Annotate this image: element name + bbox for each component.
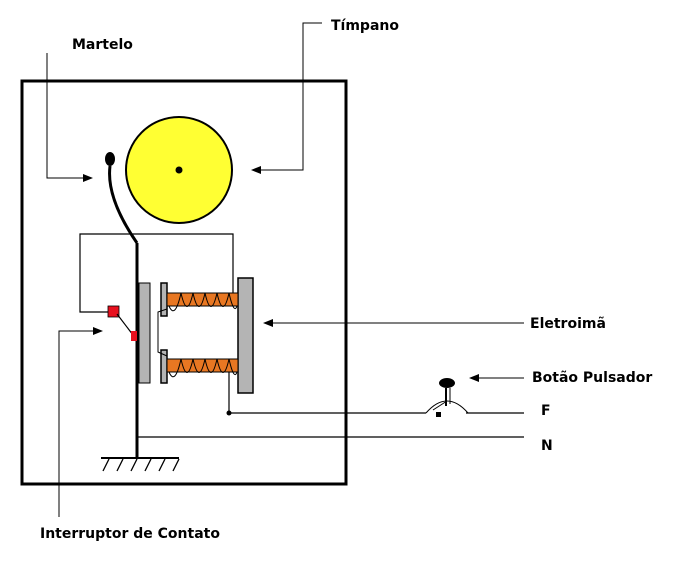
label-botao-pulsador: Botão Pulsador xyxy=(532,370,652,386)
pointer-interruptor xyxy=(58,327,103,517)
coil-link-wire xyxy=(157,308,168,357)
coil-top-winding xyxy=(168,292,238,312)
contact-tip xyxy=(131,331,137,341)
contact-block xyxy=(107,305,120,318)
coil-bottom-winding xyxy=(168,358,238,378)
label-fase: F xyxy=(541,403,551,419)
pointer-martelo xyxy=(46,53,93,182)
label-interruptor: Interruptor de Contato xyxy=(40,526,220,542)
pointer-botao xyxy=(469,374,524,382)
label-eletroima: Eletroimã xyxy=(530,316,606,332)
push-button xyxy=(425,378,469,417)
hammer-head xyxy=(105,152,115,166)
enclosure-box xyxy=(20,79,348,486)
armature-plate xyxy=(138,282,151,384)
pointer-timpano xyxy=(251,22,322,174)
contact-spring xyxy=(116,313,134,336)
label-timpano: Tímpano xyxy=(331,18,399,34)
magnet-yoke xyxy=(237,277,254,394)
ground-hatch xyxy=(102,458,180,472)
label-neutro: N xyxy=(541,438,553,454)
bell-center-dot xyxy=(175,166,183,174)
loop-wire xyxy=(79,233,234,313)
label-martelo: Martelo xyxy=(72,37,133,53)
pointer-eletroima xyxy=(263,319,524,327)
